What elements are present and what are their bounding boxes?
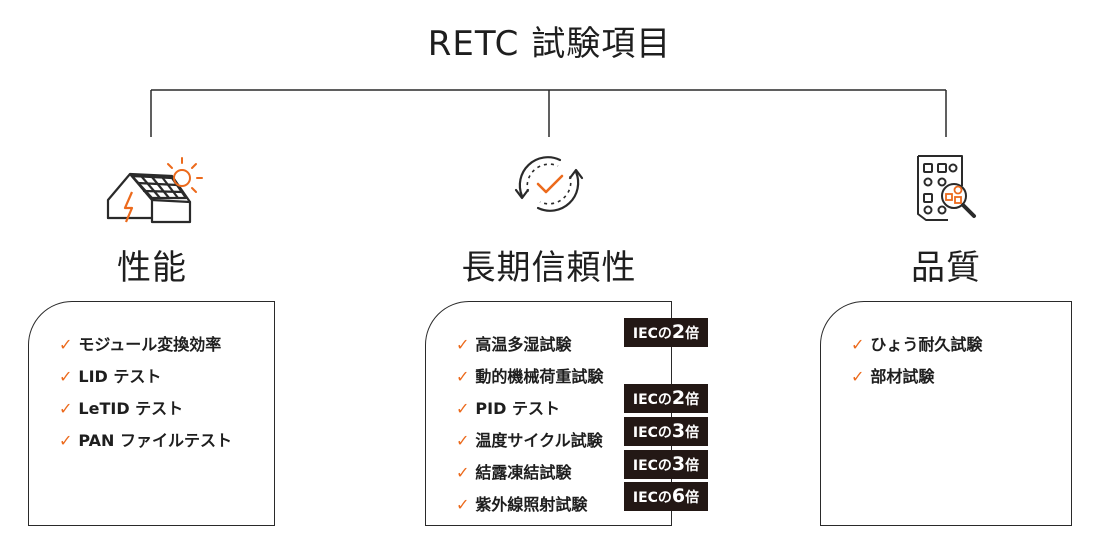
solar-house-icon [106, 157, 203, 224]
list-item: ✓ LeTID テスト [59, 395, 183, 419]
check-icon: ✓ [456, 367, 470, 386]
item-label: 温度サイクル試験 [475, 431, 603, 450]
quality-box: ✓ ひょう耐久試験 ✓ 部材試験 [820, 301, 1072, 526]
list-item: ✓ 部材試験 [851, 363, 934, 387]
cycle-check-icon [514, 156, 584, 212]
performance-box: ✓ モジュール変換効率 ✓ LID テスト ✓ LeTID テスト ✓ PAN ファイル… [28, 301, 275, 526]
item-label: ひょう耐久試験 [870, 335, 983, 354]
check-icon: ✓ [456, 431, 470, 450]
iec-badge: IECの3倍 [624, 450, 708, 479]
check-icon: ✓ [851, 367, 865, 386]
list-item: ✓ 紫外線照射試験 [456, 491, 587, 515]
check-icon: ✓ [456, 399, 470, 418]
check-icon: ✓ [59, 431, 73, 450]
column-title-reliability: 長期信頼性 [461, 248, 637, 288]
check-icon: ✓ [456, 335, 470, 354]
item-label: PID テスト [475, 399, 560, 418]
check-icon: ✓ [456, 463, 470, 482]
list-item: ✓ 結露凍結試験 [456, 459, 571, 483]
column-title-performance: 性能 [117, 248, 187, 288]
iec-badge: IECの2倍 [624, 318, 708, 347]
item-label: LID テスト [78, 367, 162, 386]
item-label: 部材試験 [870, 367, 935, 386]
diagram-title: RETC 試験項目 [427, 24, 672, 64]
item-label: LeTID テスト [78, 399, 184, 418]
list-item: ✓ PID テスト [456, 395, 560, 419]
item-label: モジュール変換効率 [78, 335, 222, 354]
list-item: ✓ PAN ファイルテスト [59, 427, 232, 451]
list-item: ✓ LID テスト [59, 363, 161, 387]
list-item: ✓ モジュール変換効率 [59, 331, 221, 355]
iec-badge: IECの3倍 [624, 417, 708, 446]
iec-badge: IECの2倍 [624, 384, 708, 413]
check-icon: ✓ [851, 335, 865, 354]
item-label: 動的機械荷重試験 [475, 367, 604, 386]
check-icon: ✓ [59, 335, 73, 354]
iec-badge: IECの6倍 [624, 482, 708, 511]
quality-inspection-icon [917, 155, 976, 221]
check-icon: ✓ [59, 399, 73, 418]
list-item: ✓ 高温多湿試験 [456, 331, 571, 355]
item-label: 高温多湿試験 [475, 335, 572, 354]
check-icon: ✓ [59, 367, 73, 386]
list-item: ✓ ひょう耐久試験 [851, 331, 982, 355]
item-label: 結露凍結試験 [475, 463, 572, 482]
item-label: PAN ファイルテスト [78, 431, 233, 450]
check-icon: ✓ [456, 495, 470, 514]
column-title-quality: 品質 [911, 248, 981, 288]
list-item: ✓ 動的機械荷重試験 [456, 363, 603, 387]
list-item: ✓ 温度サイクル試験 [456, 427, 603, 451]
item-label: 紫外線照射試験 [475, 495, 588, 514]
